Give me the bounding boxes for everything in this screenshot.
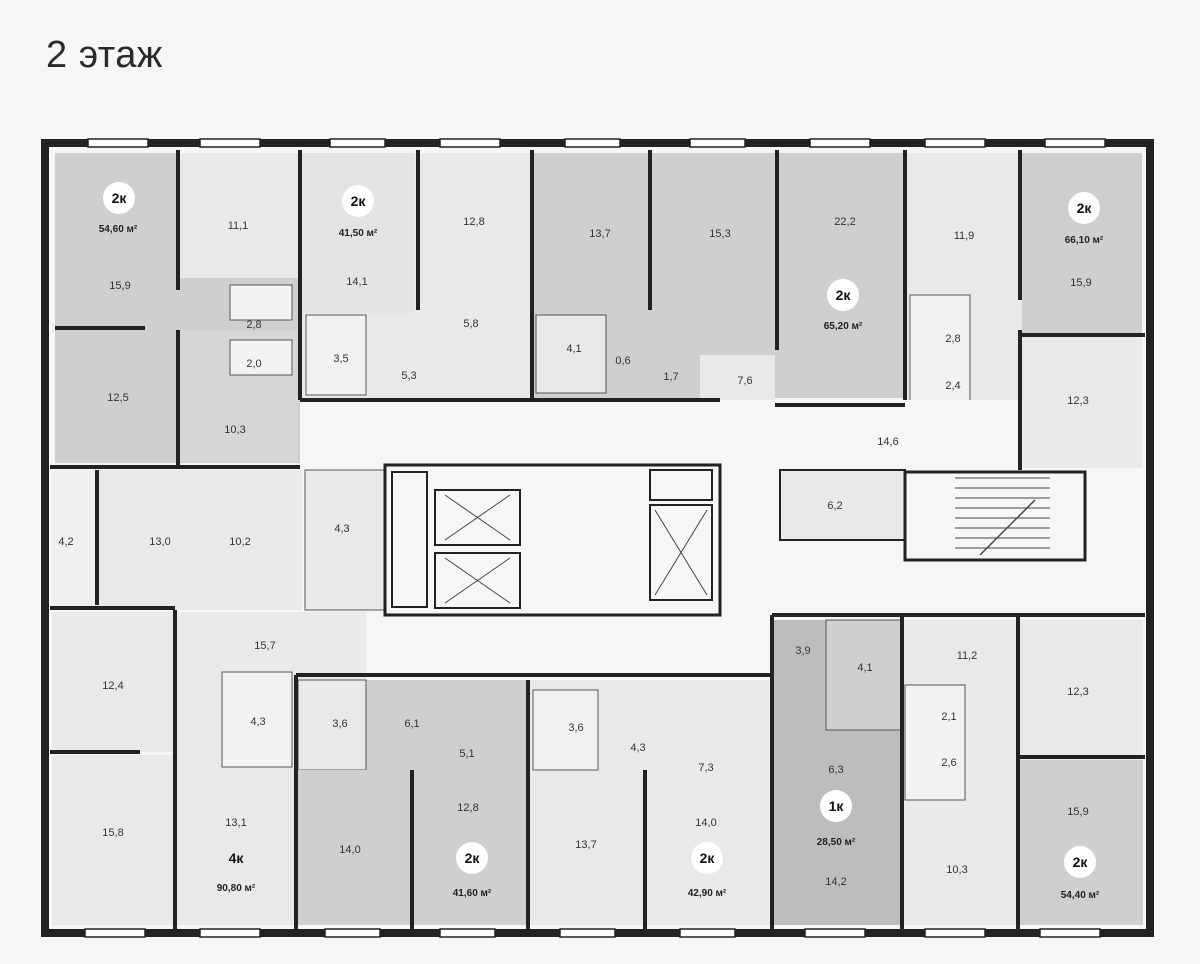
room-area: 5,8 xyxy=(463,318,478,330)
apartment-area: 54,60 м² xyxy=(99,224,138,235)
room-area: 12,8 xyxy=(457,802,478,814)
room-area: 4,3 xyxy=(250,716,265,728)
room-area: 14,0 xyxy=(339,844,360,856)
room-area: 4,3 xyxy=(334,523,349,535)
room-area: 11,1 xyxy=(228,220,249,232)
apartment-area: 28,50 м² xyxy=(817,837,856,848)
room-area: 0,6 xyxy=(615,355,630,367)
room-area: 4,3 xyxy=(630,742,645,754)
apartment-type: 2к xyxy=(1073,854,1089,870)
apartment-type: 4к xyxy=(229,850,245,866)
room-area: 2,1 xyxy=(941,711,956,723)
apartment-1k-28-50[interactable] xyxy=(773,619,902,925)
apartment-area: 65,20 м² xyxy=(824,321,863,332)
room-area: 7,3 xyxy=(698,762,713,774)
page-title: 2 этаж xyxy=(46,34,163,76)
apartment-area: 54,40 м² xyxy=(1061,890,1100,901)
apartment-area: 41,50 м² xyxy=(339,228,378,239)
room-area: 15,9 xyxy=(1070,277,1091,289)
room-area: 2,0 xyxy=(246,358,261,370)
room-area: 15,9 xyxy=(109,280,130,292)
apartment-area: 41,60 м² xyxy=(453,888,492,899)
room-area: 12,8 xyxy=(463,216,484,228)
apartment-type: 2к xyxy=(1077,200,1093,216)
room-area: 12,3 xyxy=(1067,686,1088,698)
room-area: 3,9 xyxy=(795,645,810,657)
room-area: 11,2 xyxy=(957,650,978,662)
room-area: 1,7 xyxy=(663,371,678,383)
apartment-area: 42,90 м² xyxy=(688,888,727,899)
badge-2k-66-10: 2к 66,10 м² xyxy=(1065,192,1104,246)
room-area: 15,9 xyxy=(1067,806,1088,818)
room-area: 7,6 xyxy=(737,375,752,387)
apartment-area: 66,10 м² xyxy=(1065,235,1104,246)
apartment-type: 2к xyxy=(351,193,367,209)
badge-2k-65-20: 2к 65,20 м² xyxy=(824,279,863,332)
badge-2k-54-40: 2к 54,40 м² xyxy=(1061,846,1100,901)
room-area: 4,1 xyxy=(566,343,581,355)
apartment-2k-65-20[interactable] xyxy=(534,153,904,405)
room-area: 12,5 xyxy=(107,392,128,404)
room-area: 15,8 xyxy=(102,827,123,839)
room-area: 4,2 xyxy=(58,536,73,548)
room-area: 3,6 xyxy=(568,722,583,734)
apartment-type: 2к xyxy=(112,190,128,206)
room-area: 13,7 xyxy=(575,839,596,851)
room-area: 2,6 xyxy=(941,757,956,769)
room-area: 3,5 xyxy=(333,353,348,365)
apartment-area: 90,80 м² xyxy=(217,883,256,894)
room-area: 2,8 xyxy=(945,333,960,345)
badge-2k-41-50: 2к 41,50 м² xyxy=(339,185,378,239)
room-area: 15,7 xyxy=(254,640,275,652)
room-area: 10,3 xyxy=(946,864,967,876)
apartment-type: 2к xyxy=(836,287,852,303)
apartment-4k-90-80[interactable] xyxy=(52,469,386,925)
room-area: 4,1 xyxy=(857,662,872,674)
room-area: 14,1 xyxy=(346,276,367,288)
apartment-type: 1к xyxy=(829,798,845,814)
room-area: 11,9 xyxy=(954,230,975,242)
room-area: 10,3 xyxy=(224,424,245,436)
badge-2k-54-60: 2к 54,60 м² xyxy=(99,182,138,235)
room-area: 14,0 xyxy=(695,817,716,829)
apartment-type: 2к xyxy=(700,850,716,866)
apartment-type: 2к xyxy=(465,850,481,866)
badge-2k-42-90: 2к 42,90 м² xyxy=(688,842,727,899)
room-area: 6,1 xyxy=(404,718,419,730)
room-area: 10,2 xyxy=(229,536,250,548)
badge-2k-41-60: 2к 41,60 м² xyxy=(453,842,492,899)
room-area: 14,2 xyxy=(825,876,846,888)
windows xyxy=(84,138,1106,938)
room-area: 6,2 xyxy=(827,500,842,512)
badge-4k-90-80: 4к 90,80 м² xyxy=(217,850,256,894)
building-core xyxy=(383,463,722,617)
room-area: 2,8 xyxy=(246,319,261,331)
room-area: 13,7 xyxy=(589,228,610,240)
room-area: 12,4 xyxy=(102,680,123,692)
room-area: 12,3 xyxy=(1067,395,1088,407)
room-area: 5,3 xyxy=(401,370,416,382)
room-labels: 15,9 11,1 2,8 2,0 12,5 10,3 14,1 12,8 3,… xyxy=(58,216,1091,888)
room-area: 2,4 xyxy=(945,380,960,392)
apartment-2k-54-40[interactable] xyxy=(903,620,1143,925)
room-area: 5,1 xyxy=(459,748,474,760)
room-area: 15,3 xyxy=(709,228,730,240)
room-area: 6,3 xyxy=(828,764,843,776)
staircase xyxy=(903,470,1087,562)
room-area: 14,6 xyxy=(877,436,898,448)
room-area: 13,0 xyxy=(149,536,170,548)
room-area: 22,2 xyxy=(834,216,855,228)
room-area: 13,1 xyxy=(225,817,246,829)
badge-1k-28-50: 1к 28,50 м² xyxy=(817,790,856,848)
apartment-2k-42-90[interactable] xyxy=(530,680,770,925)
room-area: 3,6 xyxy=(332,718,347,730)
